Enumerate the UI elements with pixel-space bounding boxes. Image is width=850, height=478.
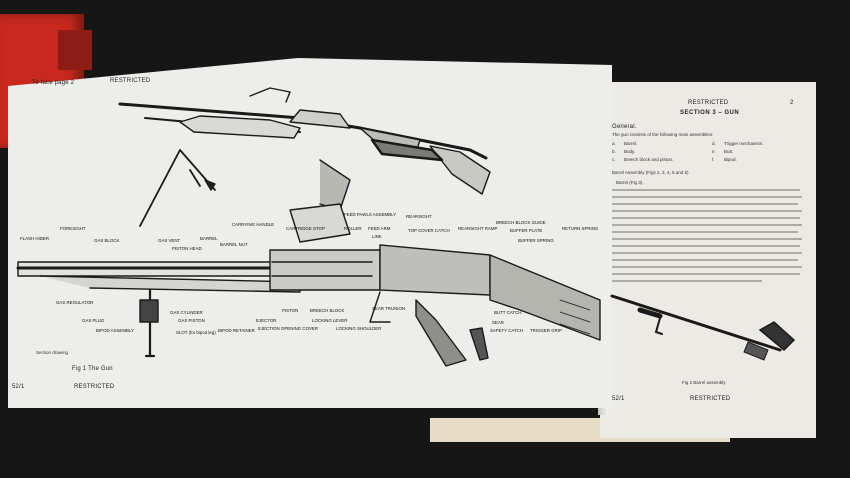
callout-trigger-grip: TRIGGER GRIP: [530, 328, 562, 333]
paragraph-line: [612, 210, 802, 212]
restricted-top-left: RESTRICTED: [110, 78, 151, 84]
callout-gas-vent: GAS VENT: [158, 238, 181, 243]
paragraph-line: [612, 238, 802, 240]
callout-locking-shoulder: LOCKING SHOULDER: [336, 326, 382, 331]
callout-gas-cylinder: GAS CYLINDER: [170, 310, 203, 315]
callout-breech-block: BREECH BLOCK: [310, 308, 345, 313]
callout-ejection-opening-cover: EJECTION OPENING COVER: [258, 326, 319, 331]
list-item-e: Butt.: [724, 149, 734, 154]
fig2-caption: Fig 2 Barrel assembly: [682, 380, 726, 385]
paragraph-line: [612, 273, 800, 275]
right-page-bottom-number: 52/1: [612, 396, 625, 402]
callout-feed-arm: FEED ARM: [368, 226, 391, 231]
list-item-d-num: d.: [712, 141, 716, 146]
paragraph-line: [612, 203, 798, 205]
callout-butt-catch: BUTT CATCH: [494, 310, 522, 315]
right-page-number: 2: [790, 100, 794, 106]
paragraph-line: [612, 252, 802, 254]
paragraph-line: [612, 266, 802, 268]
callout-gas-regulator: GAS REGULATOR: [56, 300, 94, 305]
list-item-a-num: a.: [612, 141, 616, 146]
callout-roller: ROLLER: [344, 226, 362, 231]
restricted-top-right: RESTRICTED: [688, 100, 729, 106]
list-item-f-num: f.: [712, 157, 715, 162]
restricted-bottom-left: RESTRICTED: [74, 384, 115, 390]
callout-sear-trunion: SEAR TRUNION: [372, 306, 406, 311]
callout-top-cover-catch: TOP COVER CATCH: [408, 228, 450, 233]
section-title: SECTION 3 – GUN: [680, 110, 740, 116]
general-heading: General.: [612, 124, 637, 130]
list-item-b: Body.: [624, 149, 636, 154]
barrel-assembly-subheading: Barrel Assembly (Figs 2, 3, 4, 5 and 6): [612, 170, 689, 175]
paragraph-line: [612, 224, 802, 226]
intro-text: The gun consists of the following main a…: [612, 132, 714, 137]
paragraph-line: [612, 259, 798, 261]
callout-return-spring: RETURN SPRING: [562, 226, 599, 231]
list-item-a: Barrel.: [624, 141, 638, 146]
callout-barrel-nut: BARREL NUT: [220, 242, 248, 247]
list-item-b-num: b.: [612, 149, 616, 154]
callout-ejector: EJECTOR: [256, 318, 277, 323]
callout-rearsight: REARSIGHT: [406, 214, 432, 219]
callout-safety-catch: SAFETY CATCH: [490, 328, 524, 333]
callout-bipod-retainer: BIPOD RETAINER: [218, 328, 255, 333]
callout-breech-block-guide: BREECH BLOCK GUIDE: [496, 220, 546, 225]
paragraph-line: [612, 217, 800, 219]
callout-flash-hider: FLASH HIDER: [20, 236, 50, 241]
callout-cartridge-stop: CARTRIDGE STOP: [286, 226, 325, 231]
list-item-f: Bipod.: [724, 157, 737, 162]
paragraph-line: [612, 189, 800, 191]
callout-feed-pawls: FEED PAWLS ASSEMBLY: [344, 212, 397, 217]
paragraph-line: [612, 196, 802, 198]
callout-foresight: FORESIGHT: [60, 226, 86, 231]
callout-barrel: BARREL: [200, 236, 218, 241]
drawing-credit: Section drawing: [36, 350, 69, 355]
paragraph-line: [612, 231, 798, 233]
to-face-page-text: To face page 2: [32, 80, 75, 86]
callout-piston: PISTON: [282, 308, 299, 313]
callout-rearsight-ramp: REARSIGHT RAMP: [458, 226, 498, 231]
left-page-number: 52/1: [12, 384, 25, 390]
list-item-d: Trigger mechanism.: [724, 141, 764, 146]
list-item-c-num: c.: [612, 157, 616, 162]
callout-sear: SEAR: [492, 320, 504, 325]
callout-buffer-spring: BUFFER SPRING: [518, 238, 554, 243]
callout-gas-plug: GAS PLUG: [82, 318, 105, 323]
fig1-caption: Fig 1 The Gun: [72, 366, 113, 372]
callout-link: LINK: [372, 234, 382, 239]
callout-locking-lever: LOCKING LEVER: [312, 318, 348, 323]
barrel-para-title: Barrel (Fig 3).: [616, 180, 644, 185]
list-item-c: Breech block and piston.: [624, 157, 674, 162]
callout-buffer-plate: BUFFER PLATE: [510, 228, 543, 233]
callout-carrying-handle: CARRYING HANDLE: [232, 222, 275, 227]
callout-bipod-assembly: BIPOD ASSEMBLY: [96, 328, 134, 333]
list-item-e-num: e.: [712, 149, 716, 154]
callout-gas-block: GAS BLOCK: [94, 238, 120, 243]
restricted-bottom-right: RESTRICTED: [690, 396, 731, 402]
callout-piston-head: PISTON HEAD: [172, 246, 202, 251]
callout-slot-bipod: SLOT (for bipod leg): [176, 330, 216, 335]
paragraph-line: [612, 245, 800, 247]
callout-gas-piston: GAS PISTON: [178, 318, 205, 323]
paragraph-line: [612, 280, 762, 282]
red-book-edge: [58, 30, 92, 70]
